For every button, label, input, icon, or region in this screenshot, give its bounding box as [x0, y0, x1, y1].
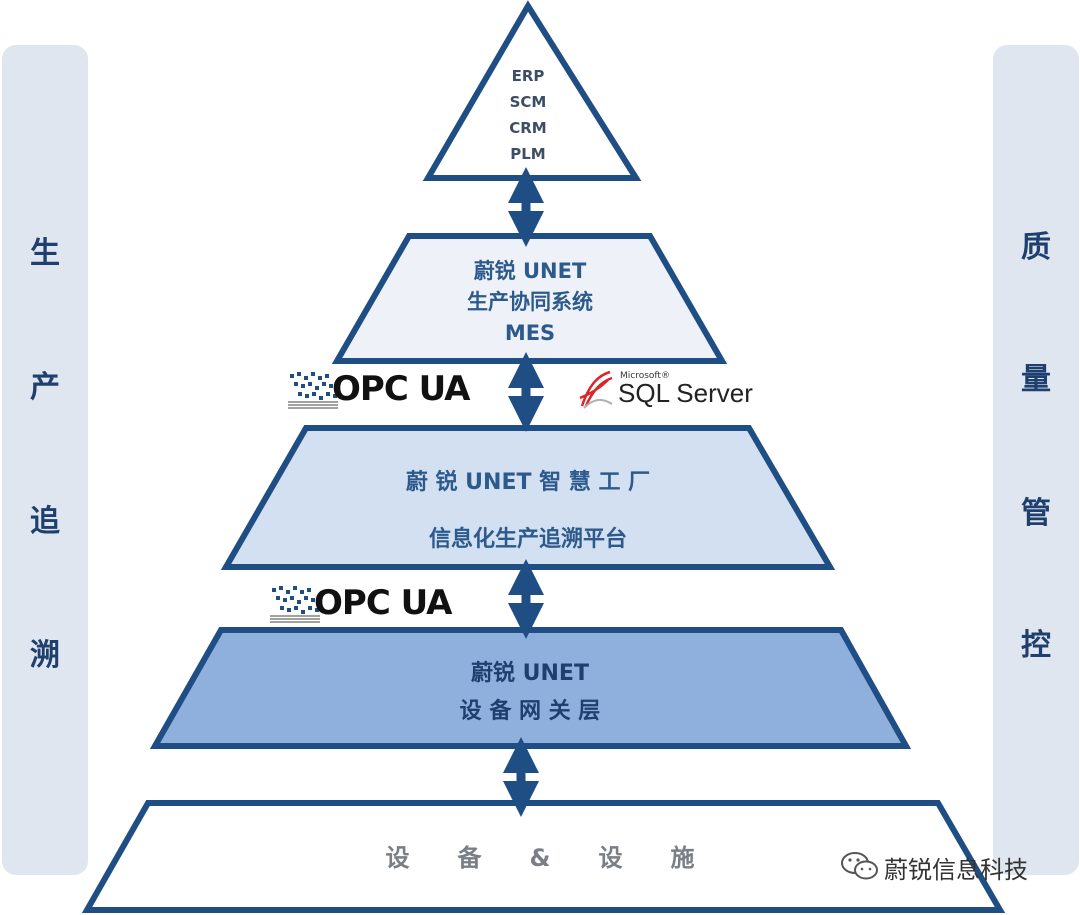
- factory-layer-title: 蔚 锐 UNET 智 慧 工 厂: [405, 470, 651, 495]
- right-bar-char: 量: [1021, 362, 1051, 397]
- right-bar-char: 管: [1021, 496, 1051, 531]
- left-bar-char: 追: [30, 504, 60, 539]
- device-layer-text: 设 备 & 设 施: [385, 844, 695, 872]
- top-layer-line: PLM: [510, 145, 546, 163]
- sql-server-logo: Microsoft® SQL Server: [578, 368, 758, 412]
- top-layer-text: ERP SCM CRM PLM: [478, 63, 578, 167]
- mes-layer-text: 蔚锐 UNET 生产协同系统 MES: [380, 256, 680, 349]
- left-bar-char: 溯: [30, 638, 60, 673]
- opc-ua-logo: OPC UA: [288, 368, 498, 410]
- left-bar-char: 生: [30, 236, 60, 271]
- gateway-layer-line: 设 备 网 关 层: [459, 699, 601, 724]
- mes-layer-line: 蔚锐 UNET: [473, 259, 587, 283]
- device-layer-trapezoid: [81, 800, 1006, 913]
- opc-ua-pattern-icon: [270, 586, 320, 623]
- top-layer-line: CRM: [509, 119, 547, 137]
- left-bar-char: 产: [30, 370, 60, 405]
- opc-ua-pattern-icon: [288, 372, 338, 409]
- right-side-bar: [993, 45, 1079, 875]
- wechat-icon: [841, 852, 878, 880]
- right-bar-char: 质: [1021, 230, 1051, 265]
- factory-layer-trapezoid: [220, 425, 836, 570]
- gateway-layer-line: 蔚锐 UNET: [471, 661, 589, 686]
- mes-layer-trapezoid: [331, 233, 728, 364]
- factory-layer-subtitle: 信息化生产追溯平台: [428, 527, 627, 552]
- sql-server-text: SQL Server: [618, 378, 753, 408]
- opc-ua-logo: OPC UA: [270, 582, 480, 624]
- opc-ua-text: OPC UA: [314, 583, 452, 623]
- mes-layer-line: MES: [504, 321, 556, 345]
- opc-ua-text: OPC UA: [332, 369, 470, 409]
- right-bar-char: 控: [1021, 628, 1051, 663]
- sql-server-icon: [579, 370, 613, 409]
- sql-microsoft-text: Microsoft®: [620, 371, 670, 381]
- left-side-bar: [2, 45, 88, 875]
- top-layer-line: SCM: [509, 93, 547, 111]
- watermark-text: 蔚锐信息科技: [884, 856, 1028, 884]
- gateway-layer-trapezoid: [149, 627, 912, 749]
- top-layer-line: ERP: [511, 67, 545, 85]
- gateway-layer-text: 蔚锐 UNET 设 备 网 关 层: [380, 655, 680, 731]
- watermark: 蔚锐信息科技: [840, 846, 1070, 886]
- mes-layer-line: 生产协同系统: [467, 290, 593, 314]
